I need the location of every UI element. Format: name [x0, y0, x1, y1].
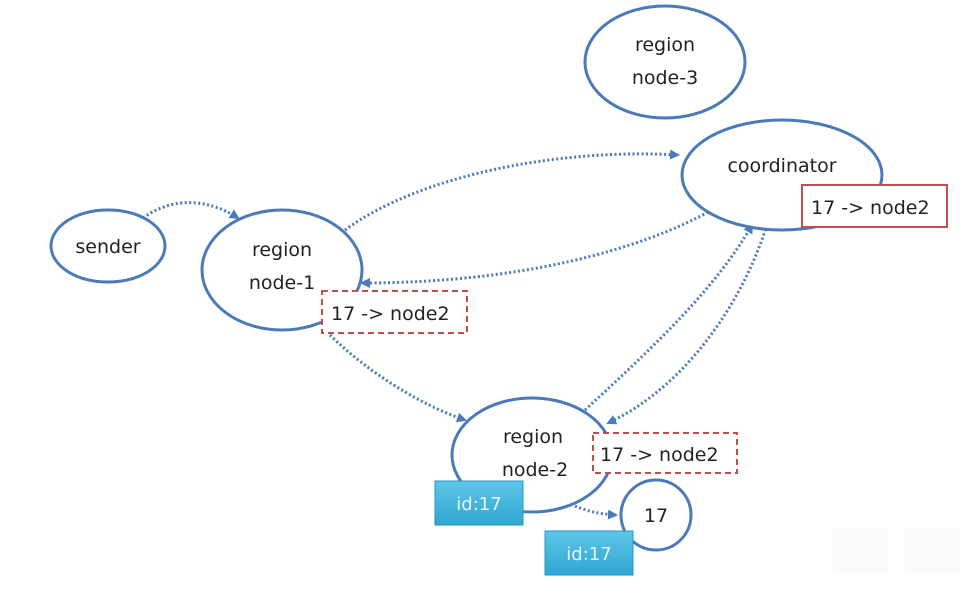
edge-sender-to-node-1	[142, 201, 240, 220]
item-17-id-tag	[544, 530, 634, 576]
node-3-label-line2: node-3	[632, 67, 698, 89]
download-button[interactable]	[833, 529, 889, 574]
node-2-id-tag	[434, 480, 524, 526]
item-17-id-tag-label: id:17	[566, 544, 611, 565]
edge-coordinator-to-node-2	[606, 224, 769, 425]
edge-node-1-to-node-2	[328, 333, 467, 423]
coordinator-label: coordinator	[727, 155, 836, 177]
node-sender[interactable]	[49, 208, 167, 284]
node-1-route-label: 17 -> node2	[331, 303, 450, 325]
item-17-label: 17	[644, 505, 668, 527]
node-3-label-line1: region	[635, 34, 695, 56]
coordinator-route-box	[801, 184, 948, 228]
node-1-label-line1: region	[252, 239, 312, 261]
sender-label: sender	[75, 236, 140, 258]
node-1-label-line2: node-1	[249, 272, 315, 294]
node-2-route-label: 17 -> node2	[600, 444, 719, 466]
node-item-17[interactable]	[619, 478, 693, 552]
edge-node-2-to-item-17	[574, 504, 618, 520]
upload-button[interactable]	[905, 529, 961, 574]
node-2-id-tag-label: id:17	[456, 494, 501, 515]
coordinator-route-label: 17 -> node2	[811, 197, 930, 219]
node-2-label-line2: node-2	[502, 459, 568, 481]
node-2-route-box	[592, 432, 738, 474]
edge-coordinator-to-node-1	[360, 208, 713, 288]
node-2-label-line1: region	[503, 426, 563, 448]
node-region-3[interactable]	[583, 4, 747, 120]
edge-node-1-to-coordinator	[344, 149, 680, 232]
node-1-route-box	[321, 290, 468, 334]
edge-node-2-to-coordinator	[583, 223, 754, 412]
